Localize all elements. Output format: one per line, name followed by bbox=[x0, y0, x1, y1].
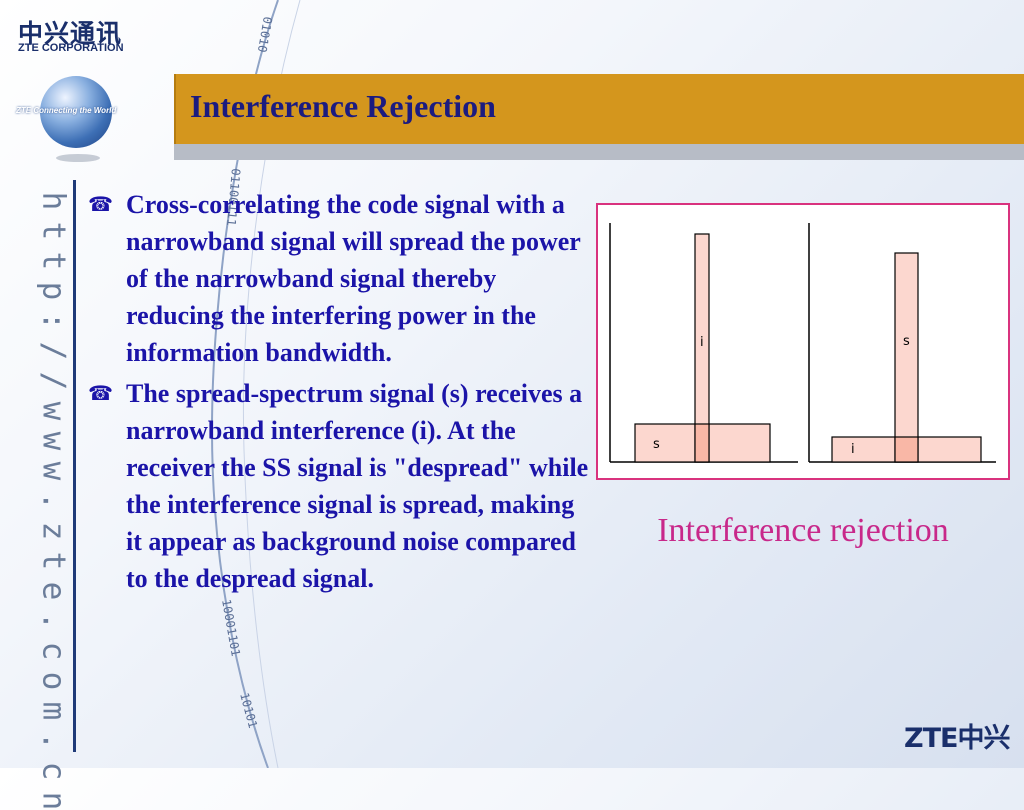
telephone-icon: ☎ bbox=[88, 192, 113, 216]
telephone-icon: ☎ bbox=[88, 381, 113, 405]
url-character: m bbox=[34, 701, 71, 721]
binary-digits-4: 10001101 bbox=[219, 598, 243, 657]
left-panel-overlap bbox=[694, 423, 710, 463]
globe-shadow bbox=[56, 154, 100, 162]
right-panel-narrow-label: s bbox=[903, 334, 910, 349]
footer-logo: ZTE中兴 bbox=[904, 723, 1010, 754]
figure-caption: Interference rejection bbox=[657, 512, 949, 549]
company-logo-english: ZTE CORPORATION bbox=[18, 42, 124, 54]
globe-icon bbox=[40, 76, 112, 148]
url-character: t bbox=[34, 551, 71, 571]
url-character: e bbox=[34, 581, 71, 601]
right-panel-narrow-spike bbox=[894, 252, 919, 463]
right-panel-wide-label: i bbox=[851, 442, 855, 457]
url-character: c bbox=[34, 761, 71, 781]
url-character: / bbox=[34, 341, 71, 361]
bullet-list: ☎ Cross-correlating the code signal with… bbox=[88, 186, 593, 601]
url-character: / bbox=[34, 371, 71, 391]
title-bar bbox=[174, 74, 1024, 144]
url-character: o bbox=[34, 671, 71, 691]
left-panel-wide-label: s bbox=[653, 437, 660, 452]
binary-digits-5: 10101 bbox=[237, 691, 260, 730]
right-panel-overlap bbox=[894, 436, 919, 463]
bullet-item: ☎ Cross-correlating the code signal with… bbox=[88, 186, 593, 371]
left-divider bbox=[73, 180, 76, 752]
url-character: h bbox=[34, 191, 71, 211]
binary-digits-3: 01100111 bbox=[224, 168, 243, 227]
company-logo-chinese: 中兴通讯 bbox=[18, 19, 123, 48]
url-character: . bbox=[34, 731, 71, 751]
url-character: . bbox=[34, 611, 71, 631]
bullet-text: Cross-correlating the code signal with a… bbox=[126, 190, 581, 367]
url-character: w bbox=[34, 431, 71, 451]
url-character: p bbox=[34, 281, 71, 301]
title-bar-shadow bbox=[174, 144, 1024, 160]
bullet-text: The spread-spectrum signal (s) receives … bbox=[126, 379, 589, 593]
url-character: . bbox=[34, 491, 71, 511]
url-character: c bbox=[34, 641, 71, 661]
left-panel-narrow-label: i bbox=[700, 335, 704, 350]
url-character: n bbox=[34, 791, 71, 810]
binary-digits-1: 01010 bbox=[255, 15, 275, 53]
interference-figure: s i i s bbox=[596, 203, 1010, 480]
url-character: w bbox=[34, 401, 71, 421]
tagline: ZTE Connecting the World bbox=[16, 106, 117, 115]
spectrum-diagram: s i i s bbox=[609, 223, 996, 463]
url-character: z bbox=[34, 521, 71, 541]
url-character: t bbox=[34, 221, 71, 241]
bullet-item: ☎ The spread-spectrum signal (s) receive… bbox=[88, 375, 593, 597]
url-character: : bbox=[34, 311, 71, 331]
url-character: w bbox=[34, 461, 71, 481]
url-character: t bbox=[34, 251, 71, 271]
slide-title: Interference Rejection bbox=[190, 88, 496, 124]
